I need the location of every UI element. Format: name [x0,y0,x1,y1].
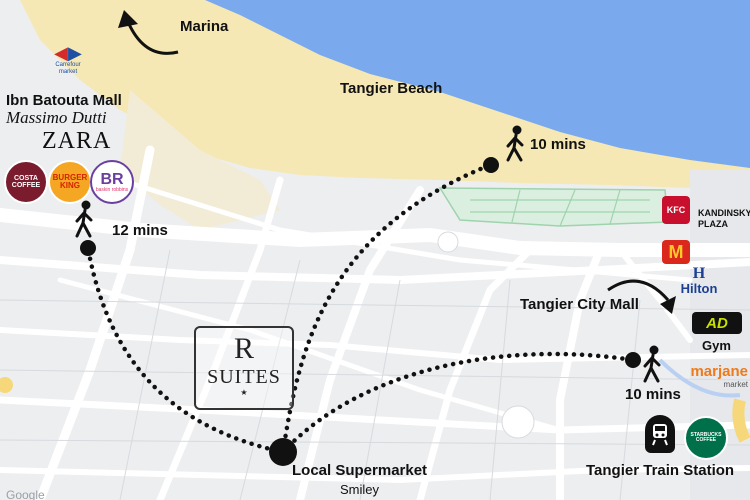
mcdonalds-mark: M [668,242,684,262]
zara-logo: ZARA [42,128,112,154]
label-supermarket-sub: Smiley [340,482,380,497]
label-google: Google [6,488,45,500]
hilton-mark-icon: H [692,265,706,282]
star-icon: ★ [240,388,248,397]
label-walk-beach: 10 mins [530,136,586,153]
hotel-logo-letter: R [233,332,254,365]
carrefour-logo: ◀▶ Carrefour market [50,44,86,76]
roundabout [437,231,459,253]
route-to-beach [280,162,493,455]
walking-routes [85,162,636,455]
label-walk-mall: 12 mins [112,222,168,239]
label-tangier-city-mall: Tangier City Mall [520,296,639,313]
kandinsky-plaza-label: KANDINSKY PLAZA [698,208,750,229]
route-dot-icon [625,352,641,368]
starbucks-text: STARBUCKS COFFEE [690,432,722,443]
marjane-sub: market [723,380,748,389]
baskin-text: baskin robbins [95,186,129,193]
burger-king-text: BURGER KING [52,173,88,190]
marjane-text: marjane [690,363,748,380]
train-glyph [652,424,668,446]
hilton-logo: H Hilton [676,266,722,296]
baskin-mark: BR [100,170,124,188]
walking-person-icon [643,345,661,383]
gym-mark: AD [706,314,728,332]
route-dot-icon [483,157,499,173]
walking-person-icon [506,125,524,162]
walking-person-icon [75,200,93,238]
train-icon [645,415,675,453]
label-local-supermarket: Local Supermarket [292,462,428,479]
mcdonalds-logo: M [662,240,690,264]
carrefour-mark-icon: ◀▶ [54,43,82,63]
curved-arrow-icon [118,10,179,55]
burger-king-logo: BURGER KING [48,160,92,204]
route-to-mall [85,245,286,455]
label-marina: Marina [180,18,229,35]
kfc-logo: KFC [662,196,690,224]
kfc-text: KFC [666,204,686,215]
label-walk-city-mall: 10 mins [625,386,681,403]
baskin-robbins-logo: BR baskin robbins [90,160,134,204]
marker-yellow [732,398,750,443]
park-area [438,187,669,227]
costa-logo: COSTA COFFEE [4,160,48,204]
curved-arrow-icon [607,279,676,314]
gym-label: Gym [702,338,731,353]
label-tangier-beach: Tangier Beach [340,80,443,97]
marker-yellow-left [0,377,13,393]
hotel-logo: R SUITES ★ [194,326,294,410]
costa-text: COSTA COFFEE [11,175,41,189]
route-dot-icon [269,438,297,466]
roundabout [501,405,535,439]
sea-area [205,0,750,168]
carrefour-text: Carrefour market [55,62,81,75]
gym-logo: AD [692,312,742,334]
label-tangier-train-station: Tangier Train Station [586,462,735,479]
starbucks-logo: STARBUCKS COFFEE [684,416,728,460]
hilton-text: Hilton [680,281,718,296]
hotel-logo-word: SUITES [207,366,281,388]
label-ibn-batouta-mall: Ibn Batouta Mall [6,92,122,109]
marjane-logo: marjane market [676,363,748,390]
route-to-city-mall [280,351,636,455]
route-dot-icon [80,240,96,256]
massimo-dutti-logo: Massimo Dutti [6,108,107,127]
river [658,358,741,398]
park-paths [470,189,650,227]
